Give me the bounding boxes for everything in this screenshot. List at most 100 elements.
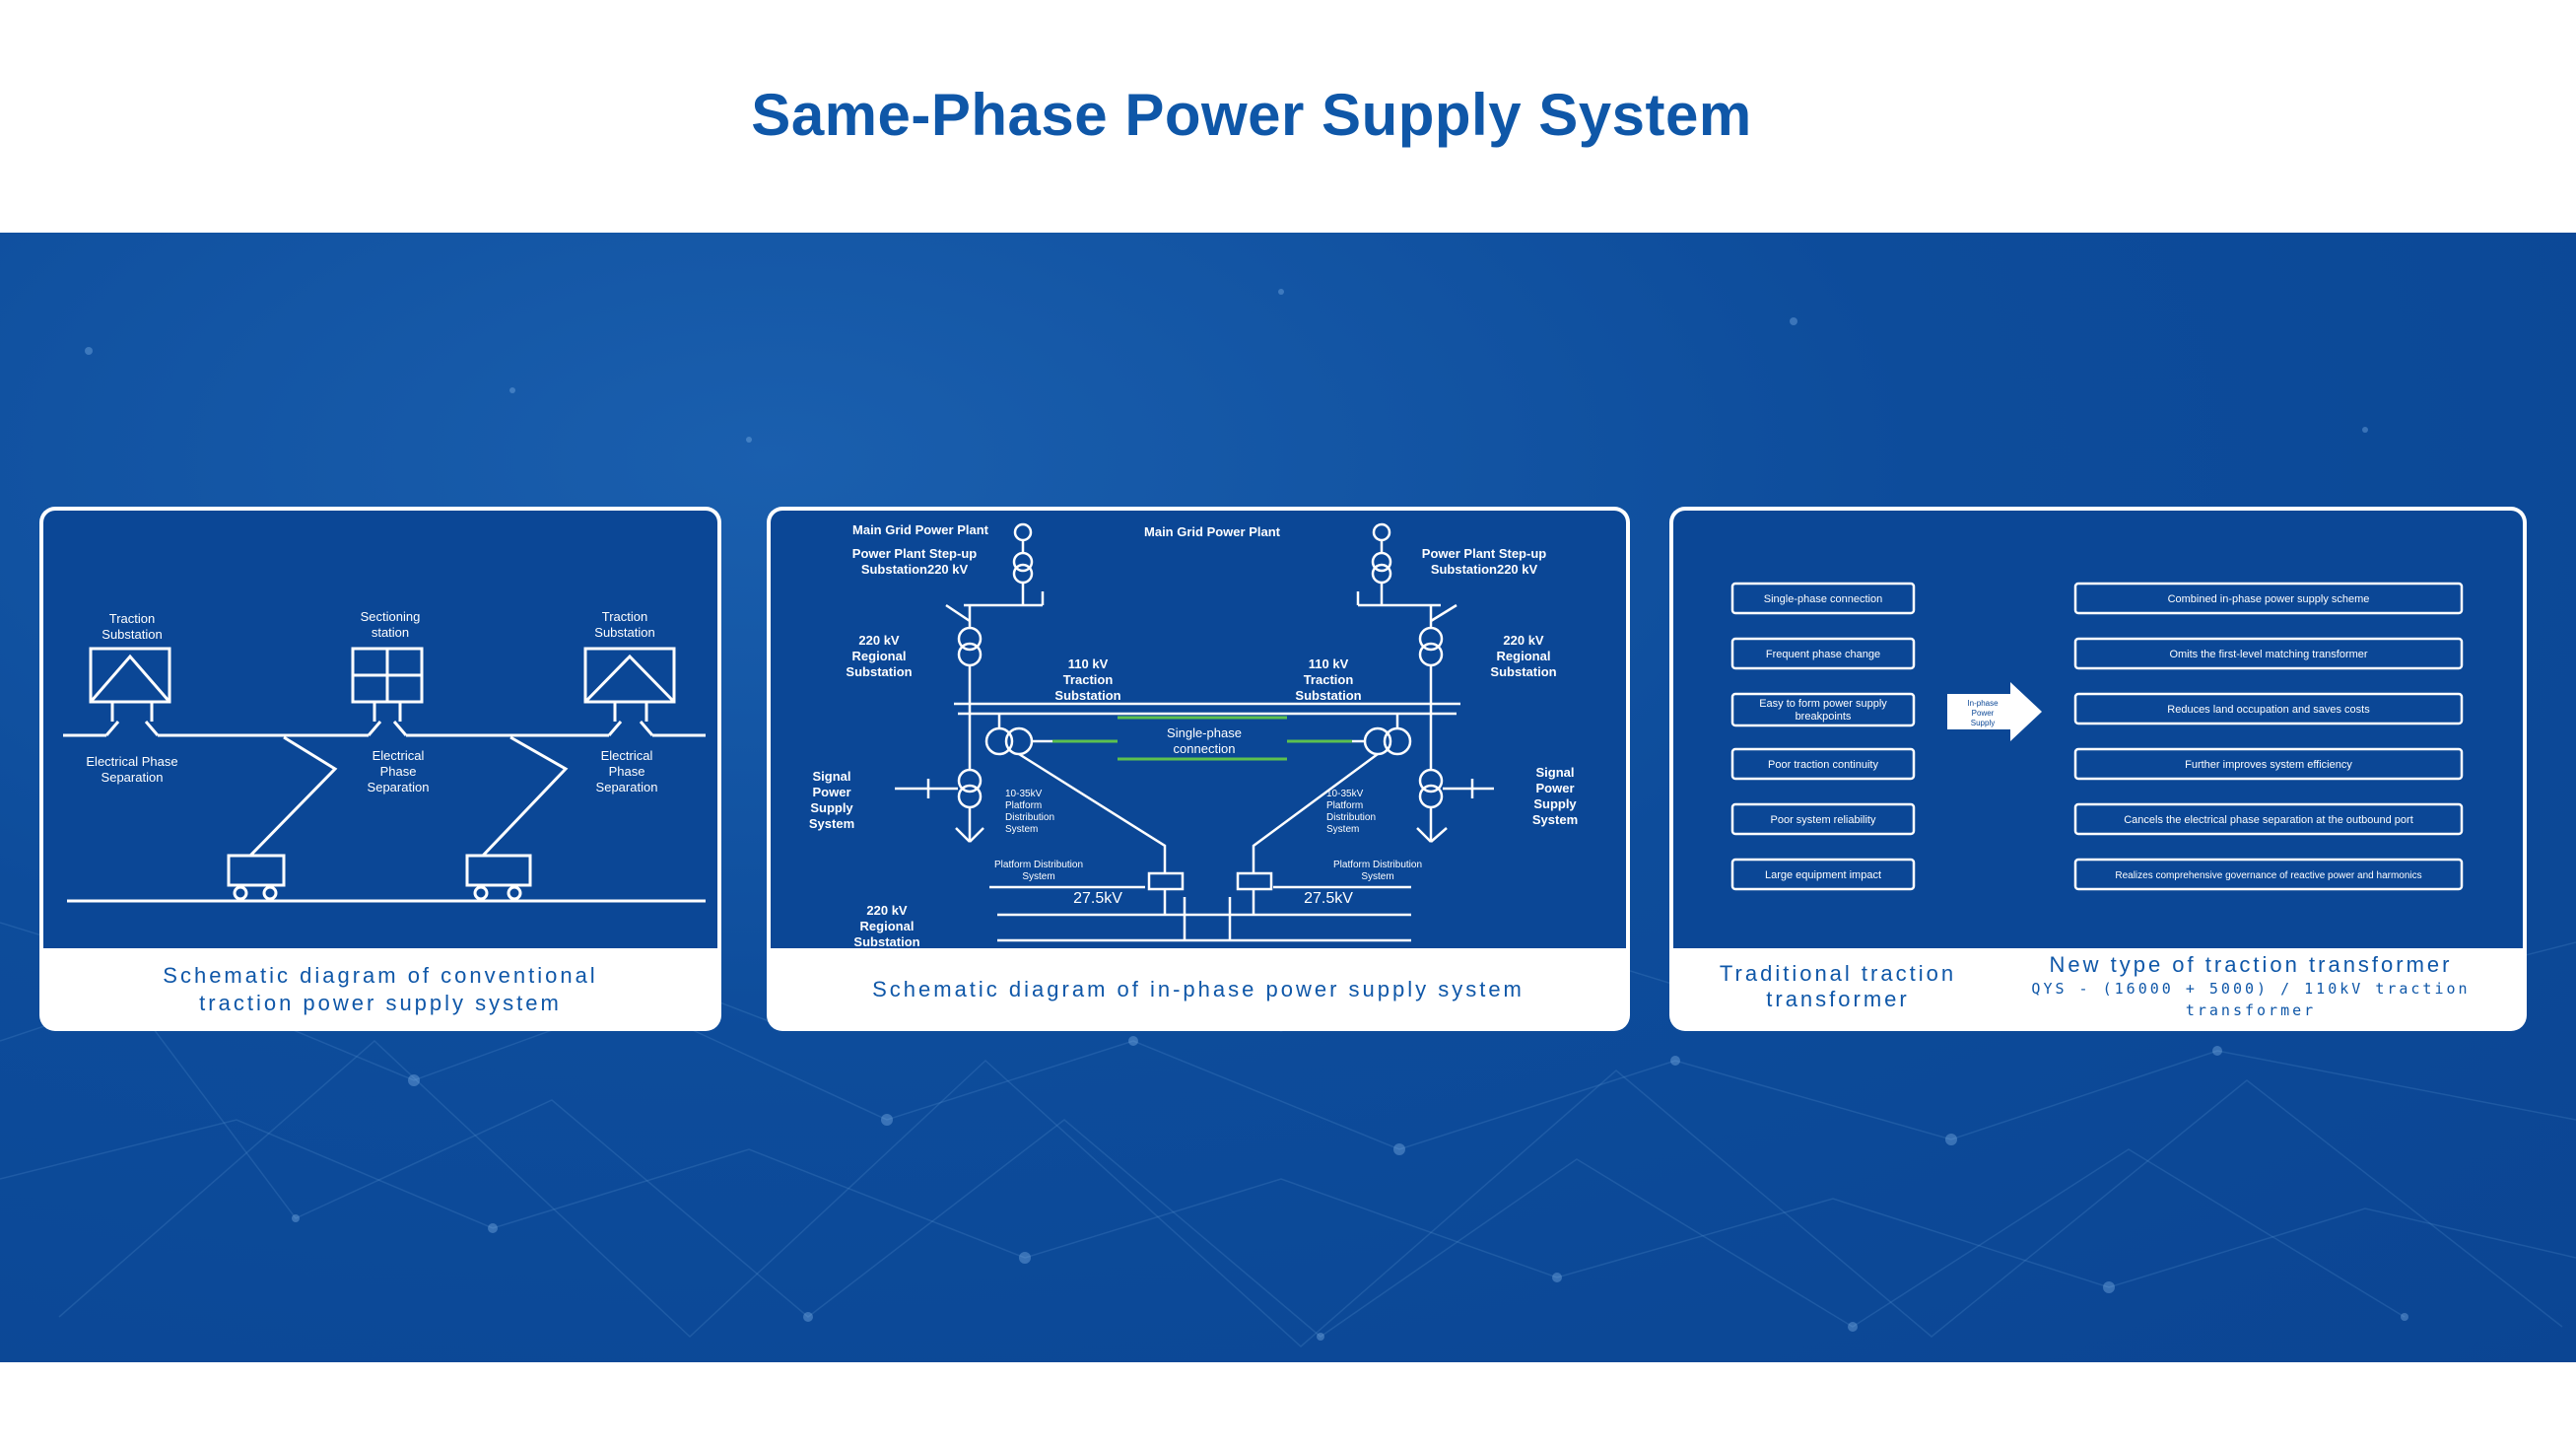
panel-conventional: Traction Substation Sectioning station T… bbox=[39, 507, 721, 1031]
label-voltage-right: 27.5kV bbox=[1304, 890, 1353, 907]
label-phase-separation-mid-2: Phase bbox=[380, 764, 417, 779]
caption-transformer-right-1: New type of traction transformer bbox=[2049, 952, 2453, 977]
left-item-box bbox=[1730, 637, 1916, 670]
label-kv-left: 10-35kV bbox=[1005, 789, 1043, 799]
substation-box-right bbox=[583, 647, 676, 704]
label-phase-separation-mid-3: Separation bbox=[368, 780, 430, 794]
label-regional-bottom: 220 kV bbox=[866, 903, 908, 918]
right-item-box bbox=[2073, 637, 2464, 670]
arrow-label-2: Power bbox=[1972, 709, 1995, 718]
label-signal-left-2: Power bbox=[812, 785, 850, 799]
label-traction-substation-right: Traction bbox=[602, 609, 647, 624]
left-item-label: Easy to form power supply bbox=[1759, 698, 1887, 710]
label-traction-right-3: Substation bbox=[1295, 688, 1361, 703]
right-item-box bbox=[2073, 802, 2464, 836]
label-kv-left-2: Platform bbox=[1005, 800, 1042, 811]
right-item-label: Combined in-phase power supply scheme bbox=[2168, 593, 2370, 605]
caption-transformer-left-1: Traditional traction bbox=[1719, 961, 1957, 986]
label-single-phase-2: connection bbox=[1174, 741, 1236, 756]
label-voltage-left: 27.5kV bbox=[1073, 890, 1122, 907]
label-stepup-right-2: Substation220 kV bbox=[1431, 562, 1538, 577]
in-phase-arrow-icon bbox=[1947, 682, 2042, 741]
panel-transformer: In-phase Power Supply Single-phase conne… bbox=[1669, 507, 2527, 1031]
left-item-label: Frequent phase change bbox=[1766, 649, 1880, 660]
label-phase-separation-right-2: Phase bbox=[609, 764, 645, 779]
right-item-box bbox=[2073, 582, 2464, 615]
left-item-label: Single-phase connection bbox=[1764, 593, 1882, 605]
label-traction-right-2: Traction bbox=[1304, 672, 1354, 687]
substation-box-left bbox=[89, 647, 171, 704]
caption-transformer-left-2: transformer bbox=[1766, 987, 1910, 1011]
label-regional-left: 220 kV bbox=[858, 633, 900, 648]
label-signal-right-3: Supply bbox=[1533, 796, 1577, 811]
arrow-label: In-phase bbox=[1967, 699, 1999, 708]
panel-conventional-diagram: Traction Substation Sectioning station T… bbox=[43, 511, 717, 948]
left-item-label: Poor traction continuity bbox=[1768, 759, 1878, 771]
label-regional-bottom-3: Substation bbox=[853, 934, 919, 948]
conventional-diagram: Traction Substation Sectioning station T… bbox=[63, 609, 706, 903]
label-regional-left-3: Substation bbox=[846, 664, 912, 679]
caption-in-phase: Schematic diagram of in-phase power supp… bbox=[872, 977, 1525, 1001]
generator-right-icon bbox=[1372, 522, 1391, 542]
label-signal-right: Signal bbox=[1535, 765, 1574, 780]
label-kv-left-3: Distribution bbox=[1005, 812, 1054, 823]
label-signal-left: Signal bbox=[812, 769, 850, 784]
label-phase-separation-right: Electrical bbox=[601, 748, 653, 763]
label-kv-right-4: System bbox=[1326, 824, 1359, 835]
left-item-label: breakpoints bbox=[1796, 711, 1852, 723]
caption-conventional: Schematic diagram of conventional tractio… bbox=[39, 948, 721, 1031]
label-traction-substation-left: Traction bbox=[109, 611, 155, 626]
right-item-box bbox=[2073, 858, 2464, 891]
panel-in-phase-diagram: Main Grid Power Plant Main Grid Power Pl… bbox=[771, 511, 1626, 948]
left-item-label: Large equipment impact bbox=[1765, 869, 1881, 881]
label-signal-left-4: System bbox=[809, 816, 854, 831]
label-pds-right-2: System bbox=[1361, 871, 1393, 882]
label-pds-left: Platform Distribution bbox=[994, 860, 1083, 870]
in-phase-diagram: Main Grid Power Plant Main Grid Power Pl… bbox=[809, 522, 1578, 948]
label-signal-right-2: Power bbox=[1535, 781, 1574, 795]
panel-in-phase: Main Grid Power Plant Main Grid Power Pl… bbox=[767, 507, 1630, 1031]
label-sectioning-station: Sectioning bbox=[361, 609, 421, 624]
label-traction-left-3: Substation bbox=[1054, 688, 1120, 703]
label-regional-right-2: Regional bbox=[1497, 649, 1551, 663]
label-stepup-left: Power Plant Step-up bbox=[852, 546, 977, 561]
label-pds-left-2: System bbox=[1022, 871, 1054, 882]
label-phase-separation-right-3: Separation bbox=[596, 780, 658, 794]
caption-conventional-line1: Schematic diagram of conventional bbox=[163, 963, 598, 988]
right-item-box bbox=[2073, 692, 2464, 725]
generator-left-icon bbox=[1013, 522, 1033, 542]
caption-transformer-right: New type of traction transformer QYS - (… bbox=[1981, 952, 2521, 1021]
right-item-box bbox=[2073, 747, 2464, 781]
right-item-label: Omits the first-level matching transform… bbox=[2169, 649, 2367, 660]
label-regional-left-2: Regional bbox=[852, 649, 907, 663]
right-item-label: Cancels the electrical phase separation … bbox=[2124, 814, 2413, 826]
label-stepup-left-2: Substation220 kV bbox=[861, 562, 969, 577]
label-kv-right-3: Distribution bbox=[1326, 812, 1376, 823]
label-regional-right: 220 kV bbox=[1503, 633, 1544, 648]
label-regional-bottom-2: Regional bbox=[860, 919, 915, 933]
label-traction-substation-left-2: Substation bbox=[102, 627, 162, 642]
arrow-label-3: Supply bbox=[1971, 719, 1995, 727]
label-traction-left: 110 kV bbox=[1068, 656, 1109, 671]
caption-transformer-right-2: QYS - (16000 + 5000) / 110kV traction tr… bbox=[2031, 980, 2471, 1019]
label-single-phase: Single-phase bbox=[1167, 725, 1242, 740]
label-signal-left-3: Supply bbox=[810, 800, 853, 815]
left-item-box bbox=[1730, 802, 1916, 836]
right-item-label: Realizes comprehensive governance of rea… bbox=[2115, 870, 2421, 881]
train-left bbox=[227, 854, 286, 887]
page-title: Same-Phase Power Supply System bbox=[751, 82, 1752, 148]
right-item-label: Reduces land occupation and saves costs bbox=[2167, 704, 2370, 716]
label-regional-right-3: Substation bbox=[1490, 664, 1556, 679]
right-item-label: Further improves system efficiency bbox=[2185, 759, 2352, 771]
label-kv-left-4: System bbox=[1005, 824, 1038, 835]
label-phase-separation-mid: Electrical bbox=[373, 748, 425, 763]
left-item-box bbox=[1730, 582, 1916, 615]
transformer-comparison: In-phase Power Supply Single-phase conne… bbox=[1730, 582, 2464, 891]
label-traction-right: 110 kV bbox=[1309, 656, 1349, 671]
left-item-box bbox=[1730, 747, 1916, 781]
label-kv-right-2: Platform bbox=[1326, 800, 1363, 811]
left-item-box bbox=[1730, 692, 1916, 727]
label-pds-right: Platform Distribution bbox=[1333, 860, 1422, 870]
caption-conventional-line2: traction power supply system bbox=[199, 991, 562, 1015]
panel-transformer-diagram: In-phase Power Supply Single-phase conne… bbox=[1673, 511, 2523, 948]
